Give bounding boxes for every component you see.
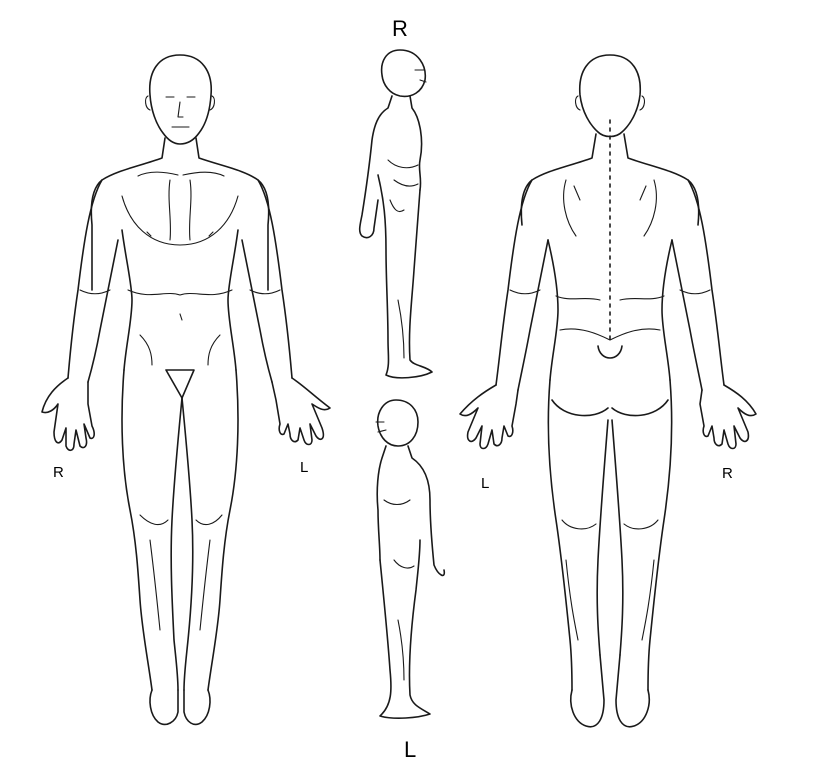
back-view-left-label: L: [481, 476, 489, 491]
front-view-left-label: L: [300, 460, 308, 475]
left-side-view-label: L: [404, 739, 416, 761]
right-side-view-label: R: [392, 18, 408, 40]
front-view-figure: [42, 55, 330, 724]
left-side-view-figure: [376, 400, 444, 718]
right-side-view-figure: [360, 50, 432, 378]
front-view-right-label: R: [53, 465, 64, 480]
back-view-right-label: R: [722, 466, 733, 481]
back-view-figure: [460, 55, 756, 727]
